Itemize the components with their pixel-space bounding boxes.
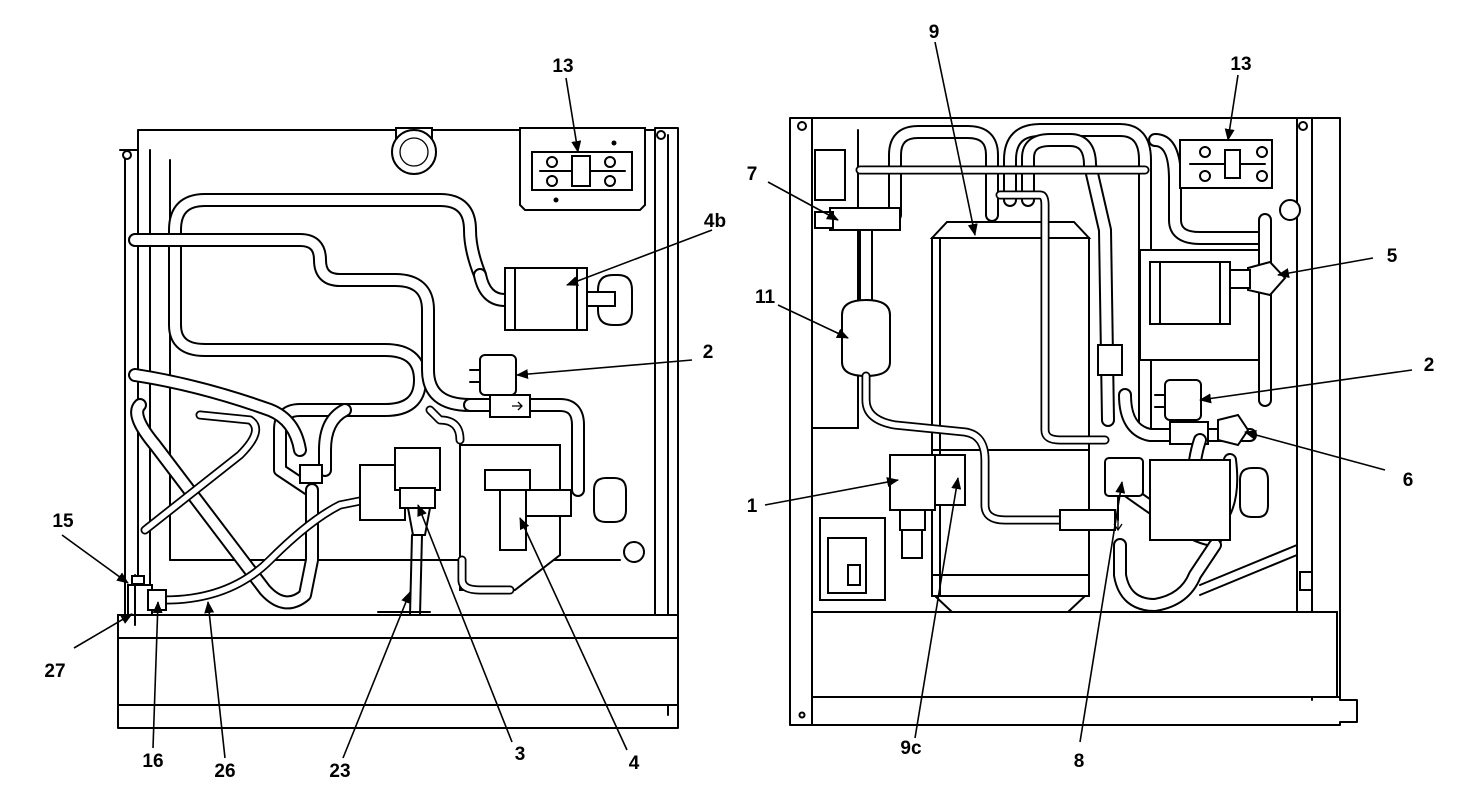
right-compressor-9 — [929, 221, 1092, 613]
left-cabinet-frame — [117, 127, 679, 729]
left-component-4 — [425, 405, 645, 595]
callout-right-5: 5 — [1387, 246, 1398, 267]
callout-right-13: 13 — [1230, 54, 1251, 75]
left-capillary-tube-26 — [160, 495, 370, 605]
callout-left-3: 3 — [515, 744, 526, 765]
callout-right-6: 6 — [1403, 470, 1414, 491]
right-lower-pipes — [1113, 459, 1313, 612]
callout-labels: 13 4b 2 15 27 16 26 23 3 4 9 13 7 5 11 2… — [44, 22, 1434, 782]
left-top-port — [391, 127, 437, 175]
left-solenoid-valve-2 — [463, 354, 585, 497]
callout-left-27: 27 — [44, 661, 65, 682]
callout-left-13: 13 — [552, 56, 573, 77]
callout-right-11: 11 — [755, 287, 776, 308]
callout-right-2: 2 — [1424, 355, 1435, 376]
callout-left-2: 2 — [703, 342, 714, 363]
callout-left-23: 23 — [329, 761, 350, 782]
callout-left-4b: 4b — [704, 211, 726, 232]
left-control-bracket-13 — [519, 127, 646, 211]
callout-right-9: 9 — [929, 22, 940, 43]
right-top-pipes — [855, 123, 1267, 445]
right-component-8 — [1097, 344, 1144, 532]
callout-left-15: 15 — [52, 511, 74, 532]
callout-right-1: 1 — [747, 496, 758, 517]
right-filter-drier-11 — [841, 224, 1116, 531]
left-pressure-control-3 — [359, 447, 441, 616]
callout-right-8: 8 — [1074, 751, 1085, 772]
callout-left-16: 16 — [142, 751, 163, 772]
right-cabinet-frame — [789, 117, 1358, 726]
right-component-1 — [819, 454, 966, 601]
callout-left-26: 26 — [214, 761, 235, 782]
right-component-5 — [1139, 213, 1287, 407]
callout-left-4: 4 — [629, 753, 640, 774]
left-serpentine-pipe — [128, 193, 487, 610]
left-unit-view — [117, 127, 679, 729]
callout-right-7: 7 — [747, 164, 758, 185]
left-component-4b — [473, 267, 633, 331]
right-component-7 — [814, 149, 901, 231]
callout-right-9c: 9c — [900, 738, 922, 759]
right-solenoid-valve-2 — [1118, 379, 1257, 445]
right-unit-view — [789, 117, 1358, 726]
right-control-bracket-13 — [1179, 139, 1301, 221]
callout-leaders — [61, 41, 1413, 759]
